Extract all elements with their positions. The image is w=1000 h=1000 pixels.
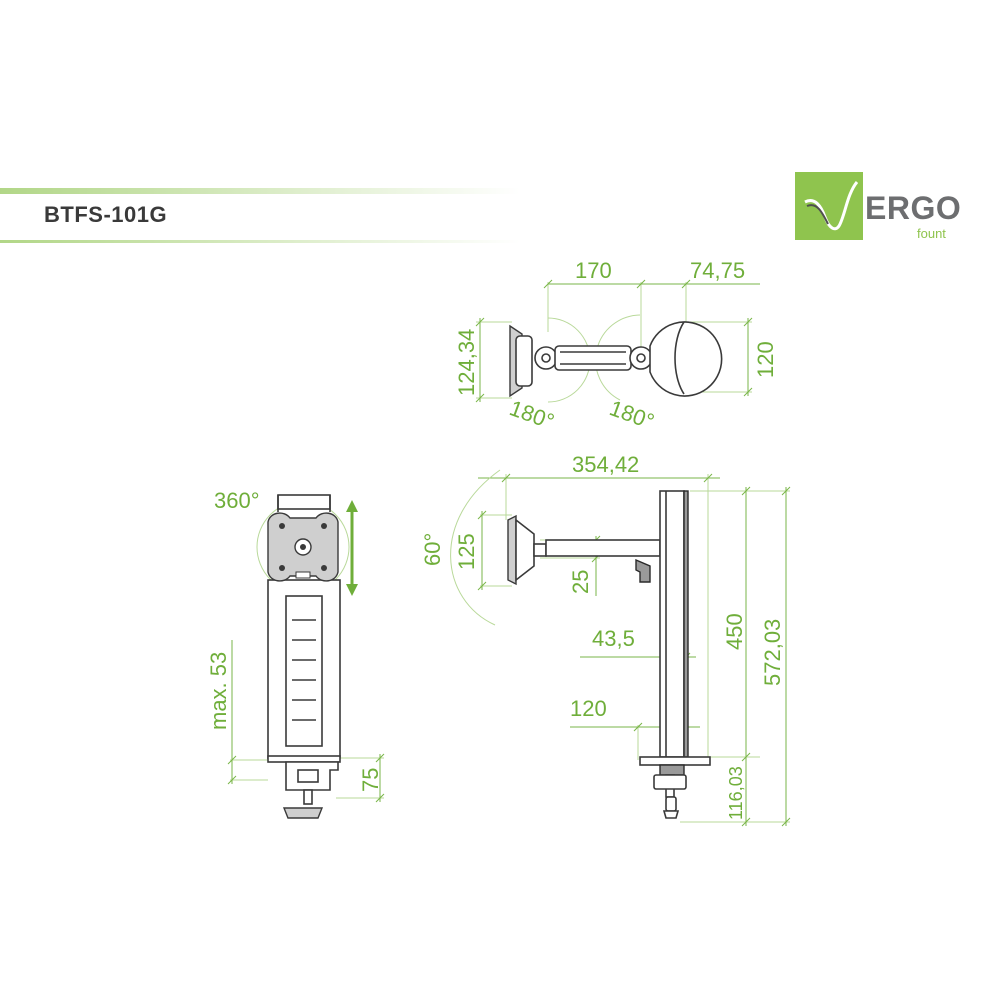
side-view — [450, 469, 791, 827]
dim-max-desk: max. 53 — [206, 652, 231, 730]
dim-head-height: 120 — [753, 341, 778, 378]
dim-base-width: 120 — [570, 696, 607, 721]
logo-sub: fount — [917, 226, 946, 241]
header-band — [0, 188, 520, 243]
dim-arm-thickness: 25 — [568, 570, 593, 594]
logo-mark-icon — [795, 172, 863, 240]
dim-head-offset: 74,75 — [690, 258, 745, 283]
dim-arm-length: 170 — [575, 258, 612, 283]
dim-rotation-360: 360° — [214, 488, 260, 513]
dim-vesa: 125 — [454, 533, 479, 570]
dim-clamp: 75 — [358, 768, 383, 792]
dim-tilt: 60° — [420, 533, 445, 566]
dim-rotation-left: 180° — [506, 395, 557, 434]
top-view — [475, 279, 760, 403]
dim-pole-width: 43,5 — [592, 626, 635, 651]
dim-total-reach: 354,42 — [572, 452, 639, 477]
logo-name: ERGO — [865, 190, 962, 226]
dim-rotation-right: 180° — [606, 395, 657, 434]
dim-pole-height: 450 — [722, 613, 747, 650]
dim-mount-height: 124,34 — [454, 329, 479, 396]
dim-total-height: 572,03 — [760, 619, 785, 686]
dim-clamp-height: 116,03 — [726, 766, 746, 820]
front-view — [227, 494, 385, 819]
model-title: BTFS-101G — [44, 202, 168, 227]
ergofount-logo: ERGO fount — [795, 172, 965, 244]
